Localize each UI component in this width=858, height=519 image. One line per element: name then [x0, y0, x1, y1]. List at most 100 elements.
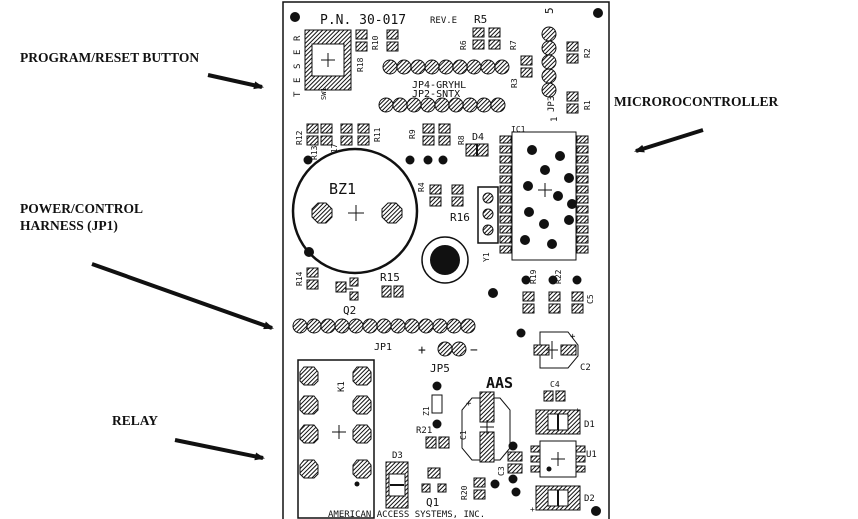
label-jp5-plus: + [418, 343, 426, 358]
reset-letter-5: T [293, 91, 303, 97]
reset-letter-2: E [293, 50, 303, 55]
reset-letter-4: E [293, 78, 303, 83]
label-r20: R20 [460, 485, 469, 500]
label-r2: R2 [583, 48, 592, 58]
label-q2: Q2 [343, 304, 356, 317]
jp3-header: JP3 1 [541, 26, 560, 122]
arrow-microcontroller [634, 128, 704, 153]
arrow-program-reset [207, 73, 264, 90]
revision: REV.E [430, 16, 457, 26]
callout-program-reset-button: PROGRAM/RESET BUTTON [20, 50, 200, 65]
label-q1: Q1 [426, 496, 439, 509]
mount-hole-br [591, 506, 601, 516]
label-c5: C5 [586, 294, 595, 304]
label-r5: R5 [474, 13, 487, 26]
jp1-harness: JP1 [292, 318, 476, 353]
mount-hole-tl [290, 12, 300, 22]
callout-power-control-line1: POWER/CONTROL [20, 201, 144, 216]
d1-diode: + D1 [535, 406, 595, 435]
callout-arrows [91, 73, 704, 461]
label-c2-plus: + [570, 332, 576, 342]
label-z1: Z1 [422, 406, 431, 416]
callout-power-control: POWER/CONTROL HARNESS (JP1) [20, 200, 143, 234]
arrow-relay [174, 438, 265, 461]
resistors-top: R10 R6 R7 [355, 27, 518, 52]
q2-transistor: Q2 [335, 277, 359, 317]
label-r8: R8 [457, 135, 466, 145]
label-k1: K1 [337, 381, 347, 392]
u1-regulator: U1 [530, 440, 597, 478]
label-jp3: JP3 [547, 96, 557, 112]
reset-letter-1: R [293, 35, 303, 41]
label-y1: Y1 [482, 252, 491, 262]
label-c4: C4 [550, 380, 560, 389]
label-r10: R10 [371, 35, 380, 50]
label-d1: D1 [584, 420, 595, 430]
label-r13: R13 [310, 145, 319, 160]
label-jp2: JP2-SNTX [412, 89, 460, 100]
label-r21: R21 [416, 426, 432, 436]
label-r17: R17 [330, 143, 339, 158]
mount-hole-tr [593, 8, 603, 18]
label-d3: D3 [392, 451, 403, 461]
label-sw1: SW1 [320, 87, 328, 100]
ic1-microcontroller: IC1 [499, 125, 589, 261]
callout-power-control-line2: HARNESS (JP1) [20, 218, 118, 233]
label-d2: D2 [584, 494, 595, 504]
label-r6: R6 [459, 40, 468, 50]
c1-capacitor: + C1 [459, 391, 511, 463]
label-d2-plus: + [530, 505, 535, 514]
z1-zener: Z1 [422, 381, 443, 429]
c2-capacitor: + C2 [533, 331, 591, 373]
label-j5: 5 [543, 7, 556, 14]
callout-microcontroller: MICROROCONTROLLER [614, 94, 779, 109]
q1-transistor: Q1 [421, 467, 447, 509]
label-r15: R15 [380, 271, 400, 284]
bz1-buzzer: BZ1 [291, 147, 419, 275]
label-r7: R7 [509, 40, 518, 50]
label-c3: C3 [497, 466, 506, 476]
d4-diode: D4 [465, 132, 489, 157]
d3-diode: D3 [385, 451, 409, 509]
jp5-connector: + − JP5 [418, 341, 478, 375]
label-d4: D4 [472, 132, 484, 143]
label-jp1: JP1 [374, 342, 392, 353]
label-bz1: BZ1 [329, 180, 356, 198]
jp4-header: JP4-GRYHL JP2-SNTX [382, 59, 510, 100]
pcb-components: P.N. 30-017 REV.E R5 5 R E S E T SW1 R18… [290, 7, 603, 519]
resistors-row2: R12 R13 R17 R11 R9 R8 [295, 123, 466, 165]
reset-letter-3: S [293, 64, 303, 69]
label-jp5: JP5 [430, 362, 450, 375]
k1-relay: K1 [297, 359, 375, 519]
jp2-header [378, 97, 506, 113]
callout-relay: RELAY [112, 413, 159, 428]
aas-logo: AAS [486, 374, 513, 392]
label-r4: R4 [417, 182, 426, 192]
d2-diode: + D2 [530, 485, 595, 514]
label-jp5-minus: − [470, 343, 478, 358]
reset-letters: R E S E T [293, 35, 303, 97]
label-ic1: IC1 [511, 125, 526, 134]
label-r3: R3 [510, 78, 519, 88]
arrow-power-control [91, 262, 274, 330]
sw1-reset-button[interactable]: SW1 R18 [304, 29, 365, 100]
label-r22: R22 [554, 269, 563, 284]
label-r18: R18 [356, 57, 365, 72]
label-c1-plus: + [466, 399, 472, 409]
label-r16: R16 [450, 211, 470, 224]
label-u1: U1 [586, 450, 597, 460]
y1-crystal: Y1 [477, 186, 499, 262]
label-r9: R9 [408, 129, 417, 139]
label-c2: C2 [580, 363, 591, 373]
label-c1: C1 [459, 430, 468, 440]
label-r1: R1 [583, 100, 592, 110]
label-r11: R11 [373, 127, 382, 142]
label-r19: R19 [529, 269, 538, 284]
label-r14: R14 [295, 271, 304, 286]
label-j1: 1 [550, 117, 560, 122]
part-number: P.N. 30-017 [320, 13, 406, 28]
label-d1-plus: + [575, 406, 580, 415]
label-r12: R12 [295, 130, 304, 145]
manufacturer: AMERICAN ACCESS SYSTEMS, INC. [328, 510, 485, 519]
